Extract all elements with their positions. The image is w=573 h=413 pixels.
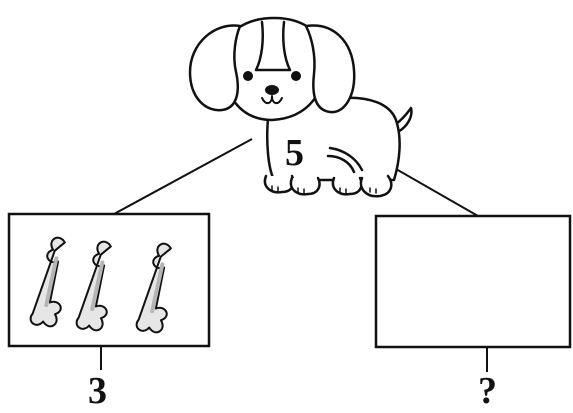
total-number: 5 [285,132,304,174]
left-connector-line [113,138,253,215]
left-part-box [7,212,211,348]
right-part-box [374,214,572,349]
right-part-unknown[interactable]: ? [478,370,497,412]
puppy-icon [188,16,413,198]
left-part-number: 3 [88,370,107,412]
